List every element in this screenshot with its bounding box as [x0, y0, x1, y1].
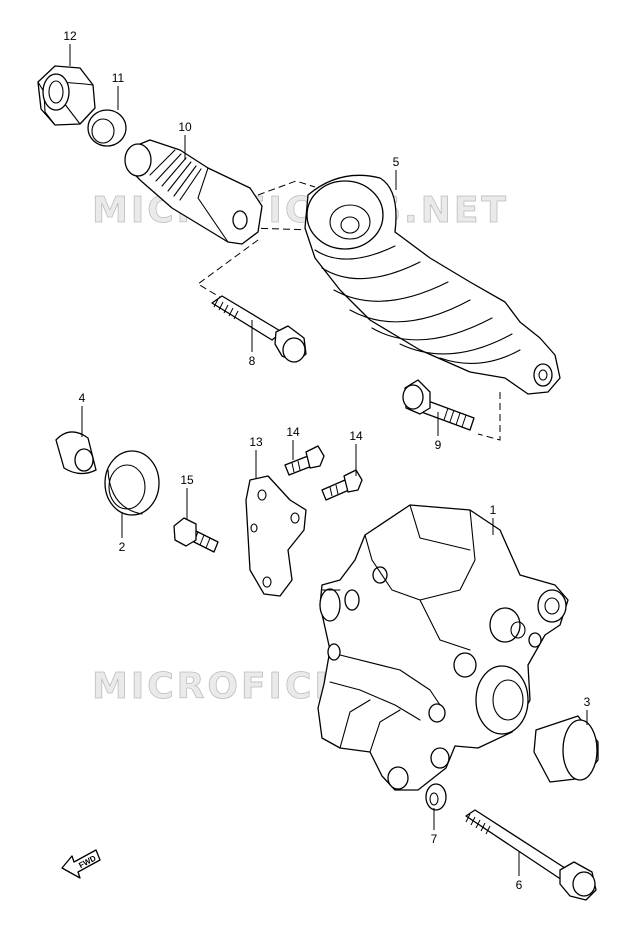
bolt-part-15: [173, 517, 219, 553]
callout-7: 7: [431, 832, 438, 846]
bracket-part-13: [245, 475, 307, 597]
callout-13: 13: [249, 435, 263, 449]
bolt-part-14-left: [284, 445, 325, 476]
leader-lines: [69, 44, 588, 876]
watermark-top: MICROFICHES.NET: [92, 190, 509, 231]
fwd-arrow-icon: FWD: [61, 849, 101, 879]
washer-part-7: [425, 783, 447, 811]
callout-9: 9: [435, 438, 442, 452]
callout-5: 5: [393, 155, 400, 169]
rod-end-part-10: [124, 139, 263, 245]
callout-8: 8: [249, 354, 256, 368]
callout-14-left: 14: [286, 425, 300, 439]
callout-2: 2: [119, 540, 126, 554]
seal-part-2: [104, 450, 160, 516]
nut-part-12: [37, 65, 96, 126]
caliper-part-1: [317, 504, 569, 791]
shock-absorber-part-5: [304, 174, 561, 395]
bolt-part-9: [402, 379, 475, 431]
callout-11: 11: [112, 71, 125, 85]
callout-4: 4: [79, 391, 86, 405]
callout-6: 6: [516, 878, 523, 892]
assembly-lines: [197, 180, 501, 441]
bolt-part-14-right: [321, 469, 363, 501]
callouts: 12 11 10 5 8 9 4 2 13 14 14 15 1 3 7 6: [63, 29, 590, 892]
callout-14-right: 14: [349, 429, 363, 443]
callout-3: 3: [584, 695, 591, 709]
callout-12: 12: [63, 29, 77, 43]
bolt-part-6: [465, 809, 597, 901]
callout-1: 1: [490, 503, 497, 517]
washer-part-11: [87, 109, 127, 147]
callout-15: 15: [180, 473, 194, 487]
bolt-part-8: [211, 295, 307, 363]
piston-part-3: [533, 715, 599, 783]
callout-10: 10: [178, 120, 192, 134]
cap-part-4: [55, 431, 97, 475]
